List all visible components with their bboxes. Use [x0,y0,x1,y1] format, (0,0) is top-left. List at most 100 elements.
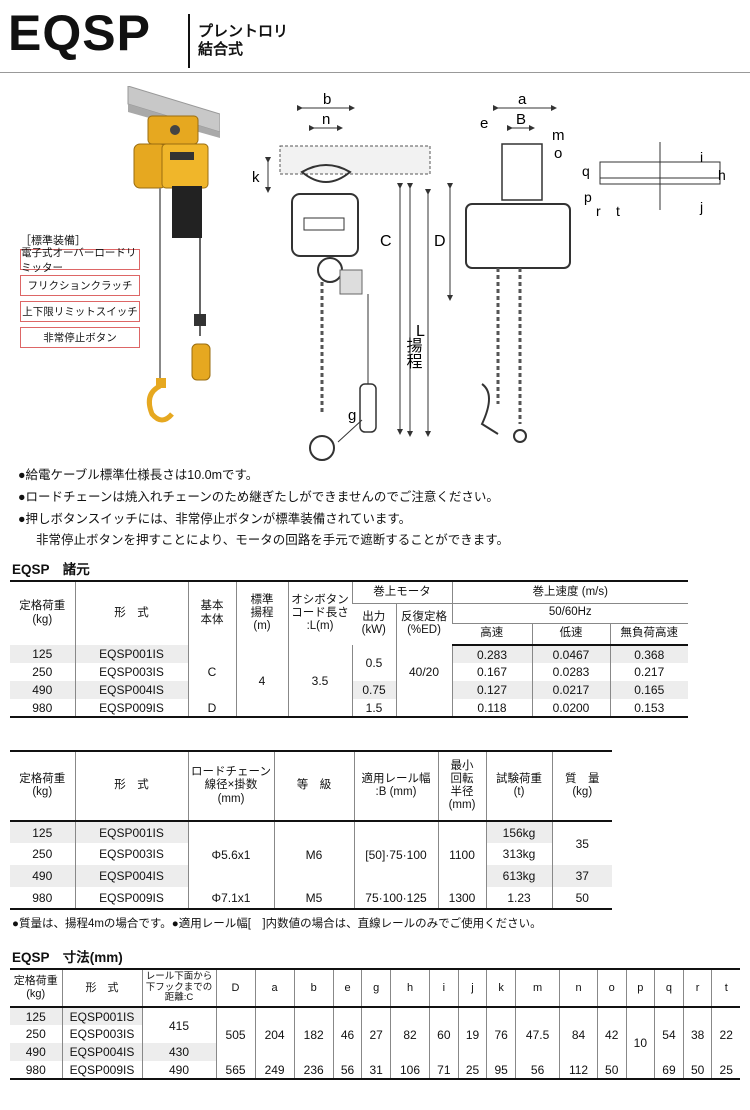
table-cell: 0.368 [609,645,688,663]
table-cell: EQSP004IS [74,681,188,699]
table-cell: 0.118 [451,699,532,717]
table-cell: 27 [361,1007,391,1061]
table-cell: 156kg [485,821,552,843]
table-cell: 0.0217 [531,681,610,699]
dim-label-m: m [552,127,565,144]
table-header-cell: g [361,969,391,1008]
table-header-cell: a [254,969,295,1008]
table-header-cell: i [429,969,459,1008]
table-cell: EQSP003IS [61,1025,142,1043]
table-cell: EQSP009IS [74,887,188,909]
table-cell: 250 [32,847,53,861]
table-cell: 50 [682,1061,712,1079]
title-divider [188,14,190,68]
note-chain: ●ロードチェーンは焼入れチェーンのため継ぎたしができませんのでご注意ください。 [18,490,499,504]
table-header-cell: q [654,969,684,1008]
dim-label-p: p [584,189,592,205]
table-cell: 0.0283 [531,663,610,681]
col-low: 低速 [531,622,610,646]
table-cell: 125 [10,1007,62,1025]
spec-table-1: 定格荷重(kg) 形 式 基本本体 標準揚程(m) オシボタンコード長さ:L(m… [10,580,688,718]
equipment-item: 電子式オーバーロードリミッター [20,247,140,274]
col-cap: 定格荷重(kg) [19,600,66,626]
dim-label-k: k [252,169,260,186]
table-cell: 1300 [437,887,486,909]
dim-title: EQSP 寸法(mm) [12,950,123,965]
table-cell: 250 [25,1027,46,1041]
table-cell: 0.75 [351,681,396,699]
table-cell: 565 [215,1061,256,1079]
table-cell: 0.0467 [531,645,610,663]
table-header-cell: D [215,969,256,1008]
table-cell: 112 [559,1061,598,1079]
table-cell: 125 [10,821,75,843]
table-cell: 76 [486,1007,516,1061]
col-body: 基本本体 [187,581,236,645]
table-cell: EQSP001IS [61,1007,142,1025]
dim-label-n: n [322,111,330,128]
dim-label-B: B [516,111,526,128]
table-header-cell: j [457,969,487,1008]
table-cell: 4 [235,645,288,717]
dim-label-b: b [323,91,331,108]
table-header-cell: h [389,969,430,1008]
col-motor: 巻上モータ [351,581,452,603]
table-cell: 22 [711,1007,740,1061]
col-cap: 定格荷重(kg) [10,751,75,822]
equipment-item: 非常停止ボタン [20,327,140,348]
table-header-cell: p [625,969,655,1008]
table-cell: 37 [551,865,612,887]
table-cell: 35 [551,821,612,865]
table-cell: 490 [10,681,75,699]
footnote: ●質量は、揚程4mの場合です。●適用レール幅[ ]内数値の場合は、直線レールのみ… [12,918,542,930]
table-cell: 31 [361,1061,391,1079]
title-subtitle-type: プレントロリ [198,23,289,40]
table-cell: 1.23 [485,887,552,909]
table-cell: 106 [389,1061,430,1079]
table-cell: EQSP004IS [74,865,188,887]
table-cell: 0.127 [451,681,532,699]
table-cell: 0.153 [609,699,688,717]
product-photo [127,86,220,423]
col-c: レール下面から下フックまでの距離:C [141,969,216,1008]
table-cell: 1.5 [351,699,396,717]
table-cell: 56 [514,1061,560,1079]
table-cell: 56 [332,1061,362,1079]
dim-label-r: r [596,203,601,219]
table-cell: 182 [293,1007,334,1061]
table-cell [395,699,452,717]
note-cable: ●給電ケーブル標準仕様長さは10.0mです。 [18,468,259,482]
table-cell: 125 [10,645,75,663]
table-cell: 0.5 [351,645,396,681]
table-cell: EQSP001IS [74,645,188,663]
table-cell: 204 [254,1007,295,1061]
col-cord: オシボタンコード長さ:L(m) [287,581,352,645]
dim-label-g: g [348,407,356,424]
model-title: EQSP [8,5,151,61]
table-cell: 40/20 [395,645,452,699]
dim-label-C: C [380,233,392,250]
table-header-cell: m [514,969,560,1008]
col-test: 試験荷重(t) [485,751,552,822]
col-noload: 無負荷高速 [609,622,688,646]
table-cell: 84 [559,1007,598,1061]
table-header-cell: b [293,969,334,1008]
table-header-cell: n [559,969,598,1008]
spec-title: EQSP 諸元 [12,562,90,577]
table-cell: C [187,645,236,699]
dim-label-a: a [518,91,527,108]
table-cell: 430 [141,1043,216,1061]
table-cell: 50 [596,1061,627,1079]
table-cell: 490 [141,1061,216,1079]
table-cell: 75·100·125 [353,887,438,909]
table-cell: Φ7.1x1 [187,887,274,909]
table-cell: EQSP009IS [74,699,188,717]
table-cell: 71 [429,1061,459,1079]
table-cell: 42 [596,1007,627,1061]
